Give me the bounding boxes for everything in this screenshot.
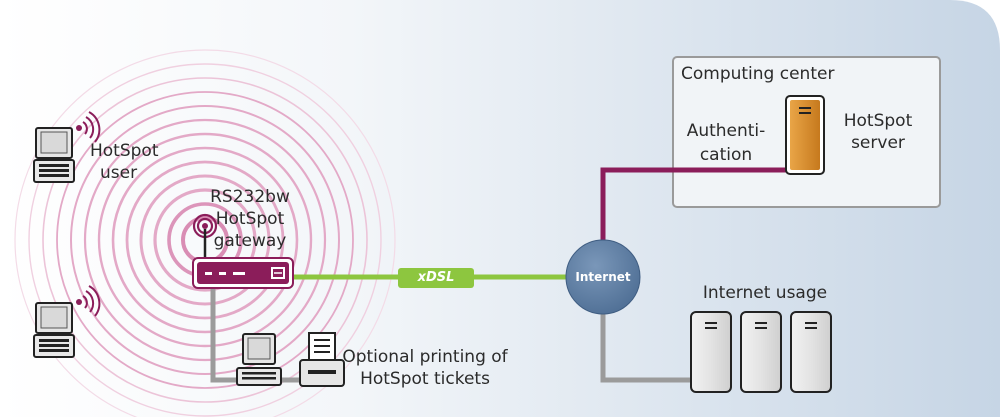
hotspot-server-label-line2: server [851, 133, 905, 153]
computing-center-label: Computing center [681, 64, 835, 84]
printing-label-line1: Optional printing of [342, 347, 508, 367]
internet-usage-label: Internet usage [702, 283, 828, 303]
wireless-coverage-rings [14, 49, 396, 417]
xdsl-tag-bg [398, 268, 474, 288]
gateway-label: RS232bw HotSpot gateway [185, 186, 315, 252]
authentication-label: Authenti- cation [676, 120, 776, 166]
gateway-label-line1: RS232bw [210, 187, 290, 207]
server-icon [690, 311, 732, 393]
authentication-label-line2: cation [699, 145, 753, 165]
printer-icon [299, 332, 345, 387]
wifi-icon [76, 285, 101, 317]
gateway-label-line3: gateway [213, 231, 287, 251]
server-icon [785, 95, 825, 175]
hotspot-server-label-line1: HotSpot [843, 111, 913, 131]
hotspot-user-label: HotSpot user [90, 140, 170, 184]
router-icon [192, 257, 294, 289]
antenna-icon [192, 213, 218, 262]
printing-label: Optional printing of HotSpot tickets [340, 346, 510, 390]
hotspot-user-label-line2: user [100, 163, 138, 183]
laptop-icon [33, 302, 75, 358]
wifi-icon [76, 111, 101, 143]
hotspot-server-label: HotSpot server [828, 110, 928, 154]
internet-cloud-icon [565, 239, 641, 315]
server-icon [790, 311, 832, 393]
server-icon [740, 311, 782, 393]
internet-label: Internet [575, 270, 631, 284]
printing-label-line2: HotSpot tickets [360, 369, 490, 389]
xdsl-label: xDSL [417, 270, 455, 285]
laptop-icon [33, 127, 75, 183]
authentication-label-line1: Authenti- [686, 121, 766, 141]
gateway-label-line2: HotSpot [215, 209, 285, 229]
hotspot-user-label-line1: HotSpot [90, 141, 159, 161]
desktop-computer-icon [236, 333, 282, 386]
